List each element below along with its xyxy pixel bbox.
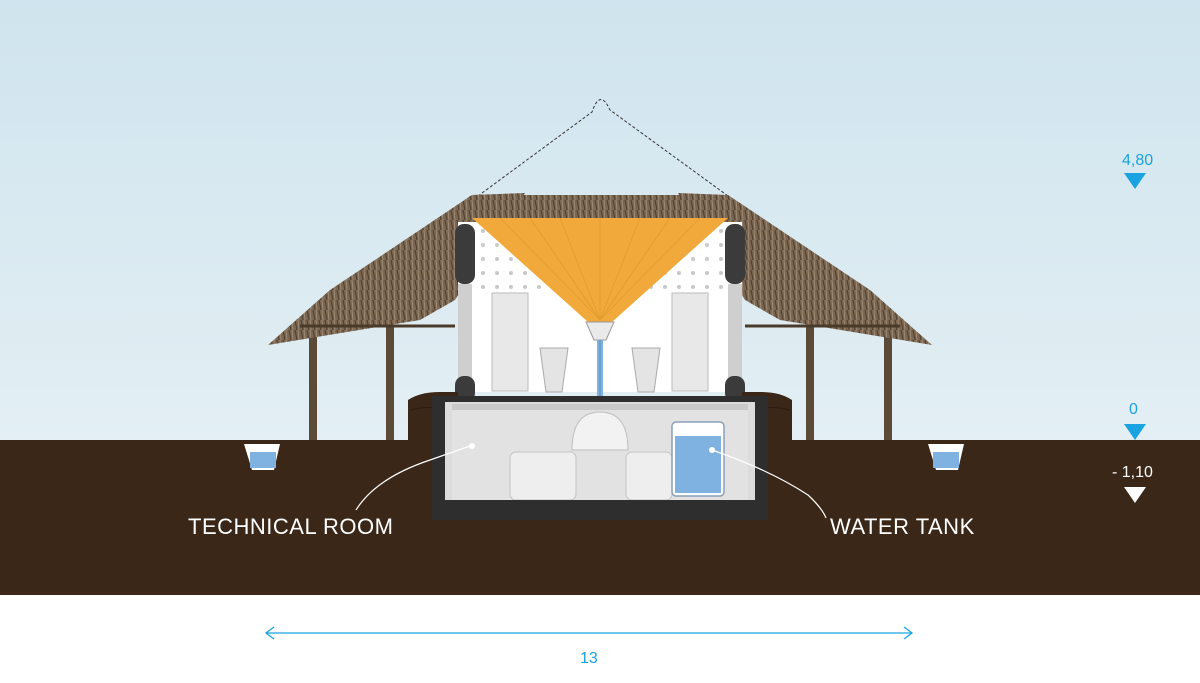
level-top-label: 4,80: [1122, 152, 1154, 169]
level-marker-top: [1124, 173, 1146, 189]
water-tank-label: WATER TANK: [830, 514, 975, 539]
level-ground-label: 0: [1129, 401, 1138, 418]
level-basement-label: - 1,10: [1112, 464, 1153, 481]
technical-room-label: TECHNICAL ROOM: [188, 514, 394, 539]
width-dimension-label: 13: [580, 650, 598, 667]
water-tank-leader: [711, 449, 827, 519]
thatch-roof-top: [455, 195, 745, 222]
level-marker-ground: [1124, 424, 1146, 440]
walls: [455, 224, 745, 402]
upper-door-left: [491, 292, 529, 392]
upper-door-right: [671, 292, 709, 392]
dimension-arrow: [264, 626, 914, 640]
level-marker-basement: [1124, 487, 1146, 503]
support-posts: [309, 325, 892, 440]
technical-room-leader: [355, 445, 471, 511]
tent-cable: [477, 99, 729, 197]
